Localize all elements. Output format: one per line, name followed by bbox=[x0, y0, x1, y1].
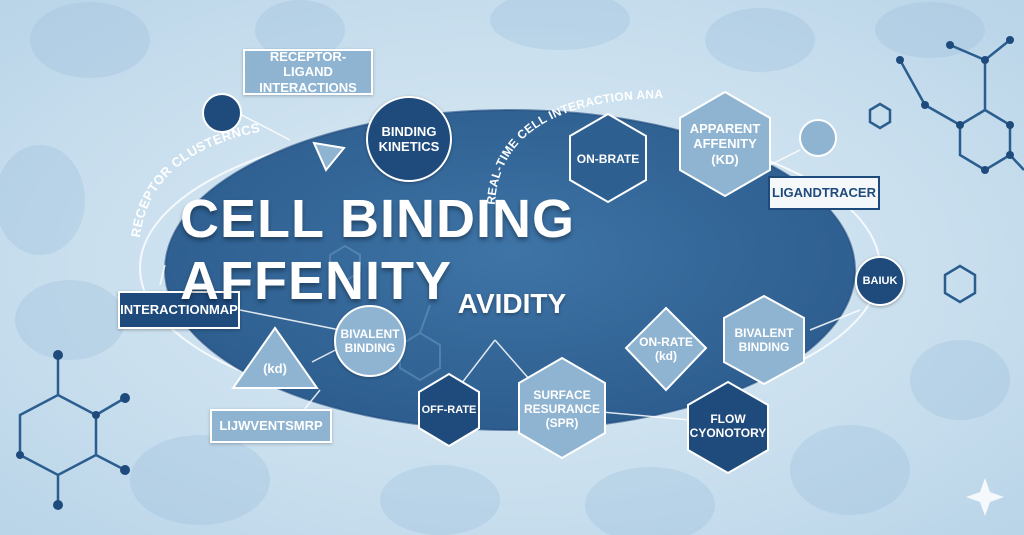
page-subtitle: AVIDITY bbox=[457, 288, 567, 319]
hex-off-rate-shape bbox=[418, 372, 480, 448]
decor-circle-light bbox=[799, 119, 837, 157]
sparkle-icon bbox=[966, 478, 1004, 516]
hex-flow-cyonotory-shape bbox=[687, 380, 769, 475]
hex-surface-resurance-shape bbox=[518, 356, 606, 460]
hex-surface-resurance: SURFACE RESURANCE (SPR) bbox=[523, 387, 600, 431]
hex-flow-cyonotory: FLOW CYONOTORY bbox=[689, 411, 767, 440]
page-title: CELL BINDING AFFENITY bbox=[180, 189, 576, 311]
box-interactionmap: INTERACTIONMAP bbox=[118, 291, 240, 329]
connector-lines bbox=[159, 109, 861, 428]
hex-apparent-affenity: APPARENT AFFENITY (KD) bbox=[689, 121, 761, 167]
circle-baiuk: BAIUK bbox=[855, 256, 905, 306]
box-ligandtracer: LIGANDTRACER bbox=[768, 176, 880, 210]
diamond-on-rate-kd: ON-RATE (kd) bbox=[639, 334, 693, 363]
hex-on-brate: ON-BRATE bbox=[576, 151, 640, 166]
on-rate-diamond-shape bbox=[624, 306, 708, 392]
hex-bivalent-right-shape bbox=[723, 294, 805, 386]
box-lijwventsmrp: LIJWVENTSMRP bbox=[210, 409, 332, 443]
triangle-kd-label: (kd) bbox=[263, 361, 287, 377]
decor-triangle bbox=[312, 141, 346, 172]
molecule-watermark bbox=[329, 244, 441, 382]
circle-binding-kinetics: BINDING KINETICS bbox=[366, 96, 452, 182]
decor-circle-dark bbox=[202, 93, 242, 133]
hex-off-rate: OFF-RATE bbox=[421, 403, 477, 416]
circle-bivalent-left: BIVALENT BINDING bbox=[334, 305, 406, 377]
box-receptor-ligand: RECEPTOR-LIGAND INTERACTIONS bbox=[243, 49, 373, 95]
hex-on-brate-shape bbox=[569, 112, 647, 204]
hex-apparent-affenity-shape bbox=[679, 90, 771, 198]
hex-bivalent-right: BIVALENT BINDING bbox=[734, 325, 794, 354]
kd-triangle-shape bbox=[231, 326, 319, 389]
